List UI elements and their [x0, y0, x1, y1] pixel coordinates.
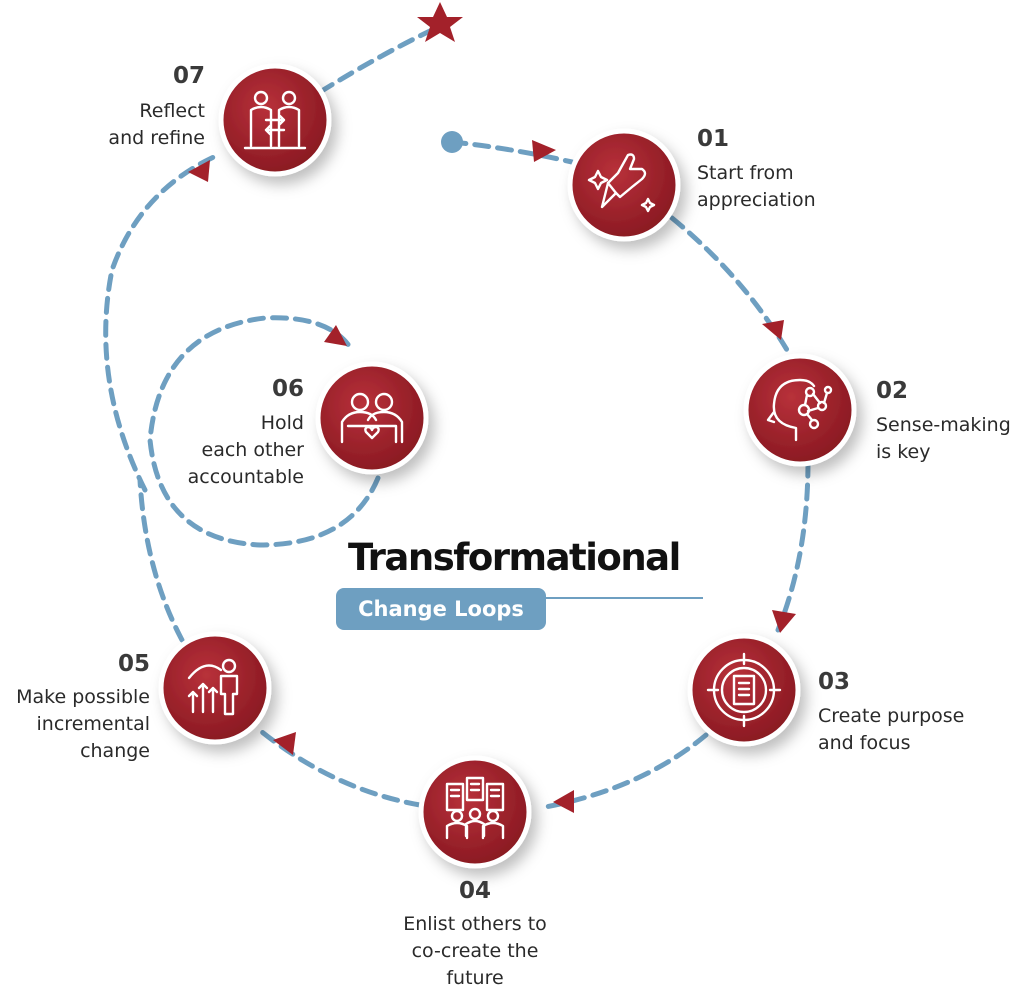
- path-outer-to-07: [103, 152, 221, 493]
- arrow-to-04: [553, 790, 574, 813]
- people-city-icon: [445, 776, 505, 840]
- target-document-icon: [706, 652, 782, 728]
- step-01-circle: [567, 128, 681, 242]
- path-02-to-03: [775, 459, 811, 633]
- people-exchange-icon: [243, 90, 307, 150]
- thumbs-up-icon: [587, 153, 656, 213]
- arrow-to-01: [532, 140, 556, 162]
- step-01-number: 01: [697, 126, 730, 152]
- path-07-to-star: [317, 27, 435, 95]
- path-05-to-outer: [137, 477, 185, 643]
- step-03-number: 03: [818, 669, 851, 695]
- step-circles: [158, 63, 857, 869]
- start-dot: [441, 131, 463, 153]
- arrow-to-02: [762, 320, 784, 340]
- subtitle-rule: [546, 597, 703, 599]
- star-icon: [417, 2, 463, 42]
- subtitle-pill: Change Loops: [336, 588, 546, 630]
- person-arrows-icon: [187, 658, 239, 716]
- hugging-people-icon: [340, 392, 404, 444]
- step-04-number: 04: [458, 878, 491, 904]
- step-07-number: 07: [172, 63, 205, 89]
- step-07-label: Reflect and refine: [108, 100, 205, 149]
- step-02-label: Sense-making is key: [876, 414, 1011, 463]
- step-05-circle: [158, 631, 272, 745]
- path-04-to-05: [259, 729, 423, 808]
- step-06-number: 06: [271, 376, 304, 402]
- arrow-to-07: [188, 160, 210, 182]
- step-02-number: 02: [876, 378, 909, 404]
- step-06-circle: [315, 361, 429, 475]
- diagram-title: Transformational: [348, 536, 681, 579]
- path-inner-loop-06: [147, 315, 381, 548]
- arrow-to-06: [324, 325, 347, 346]
- step-06-label: Hold each other accountable: [187, 412, 304, 488]
- arrow-to-05: [273, 732, 296, 755]
- arrow-to-03: [772, 610, 796, 633]
- path-start-to-01: [449, 139, 575, 165]
- step-01-label: Start from appreciation: [697, 162, 816, 211]
- step-04-circle: [418, 755, 532, 869]
- step-04-label: Enlist others to co-create the future: [403, 913, 547, 989]
- step-05-label: Make possible incremental change: [16, 686, 150, 762]
- head-network-icon: [766, 378, 833, 442]
- step-03-label: Create purpose and focus: [818, 705, 965, 754]
- path-01-to-02: [669, 215, 793, 358]
- step-05-number: 05: [117, 651, 150, 677]
- arrowheads: [188, 140, 796, 813]
